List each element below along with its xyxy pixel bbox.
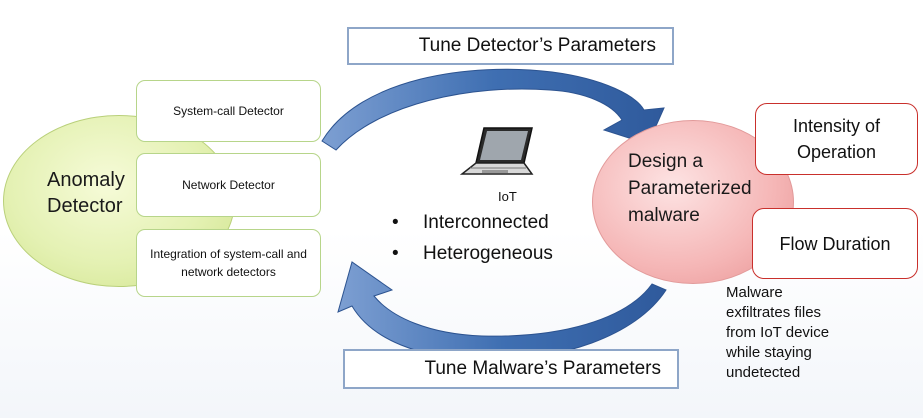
malware-caption: Malware exfiltrates files from IoT devic… [726, 284, 830, 381]
flow-duration-box: Flow Duration [752, 208, 918, 279]
iot-property-interconnected: Interconnected [423, 212, 549, 233]
integration-detector-box: Integration of system-call and network d… [136, 229, 321, 297]
cycle-arrow-bottom [337, 261, 667, 361]
flow-duration-label: Flow Duration [779, 233, 891, 254]
system-call-detector-label: System-call Detector [173, 104, 284, 118]
malware-label-line1: Design a [628, 151, 703, 172]
anomaly-detector-label-line1: Anomaly [47, 169, 125, 191]
intensity-of-operation-label: Intensity of Operation [792, 116, 881, 162]
tune-malware-banner-label: Tune Malware’s Parameters [424, 358, 661, 379]
malware-label-line3: malware [628, 205, 700, 226]
bullet-glyph: • [392, 243, 399, 264]
anomaly-detector-label: Anomaly Detector [47, 167, 125, 219]
iot-property-item: • Interconnected [392, 207, 553, 238]
tune-detector-banner: Tune Detector’s Parameters [347, 27, 674, 65]
iot-properties-list: • Interconnected • Heterogeneous [392, 207, 553, 269]
integration-detector-label: Integration of system-call and network d… [150, 247, 307, 279]
iot-label: IoT [498, 189, 517, 204]
network-detector-label: Network Detector [182, 178, 275, 192]
intensity-of-operation-box: Intensity of Operation [755, 103, 918, 175]
malware-label: Design a Parameterized malware [628, 148, 752, 229]
system-call-detector-box: System-call Detector [136, 80, 321, 142]
iot-property-item: • Heterogeneous [392, 238, 553, 269]
malware-label-line2: Parameterized [628, 178, 752, 199]
network-detector-box: Network Detector [136, 153, 321, 217]
iot-property-heterogeneous: Heterogeneous [423, 243, 553, 264]
tune-malware-banner: Tune Malware’s Parameters [343, 349, 679, 389]
anomaly-detector-label-line2: Detector [47, 195, 123, 217]
laptop-icon [459, 127, 534, 175]
tune-detector-banner-label: Tune Detector’s Parameters [418, 35, 656, 56]
bullet-glyph: • [392, 212, 399, 233]
